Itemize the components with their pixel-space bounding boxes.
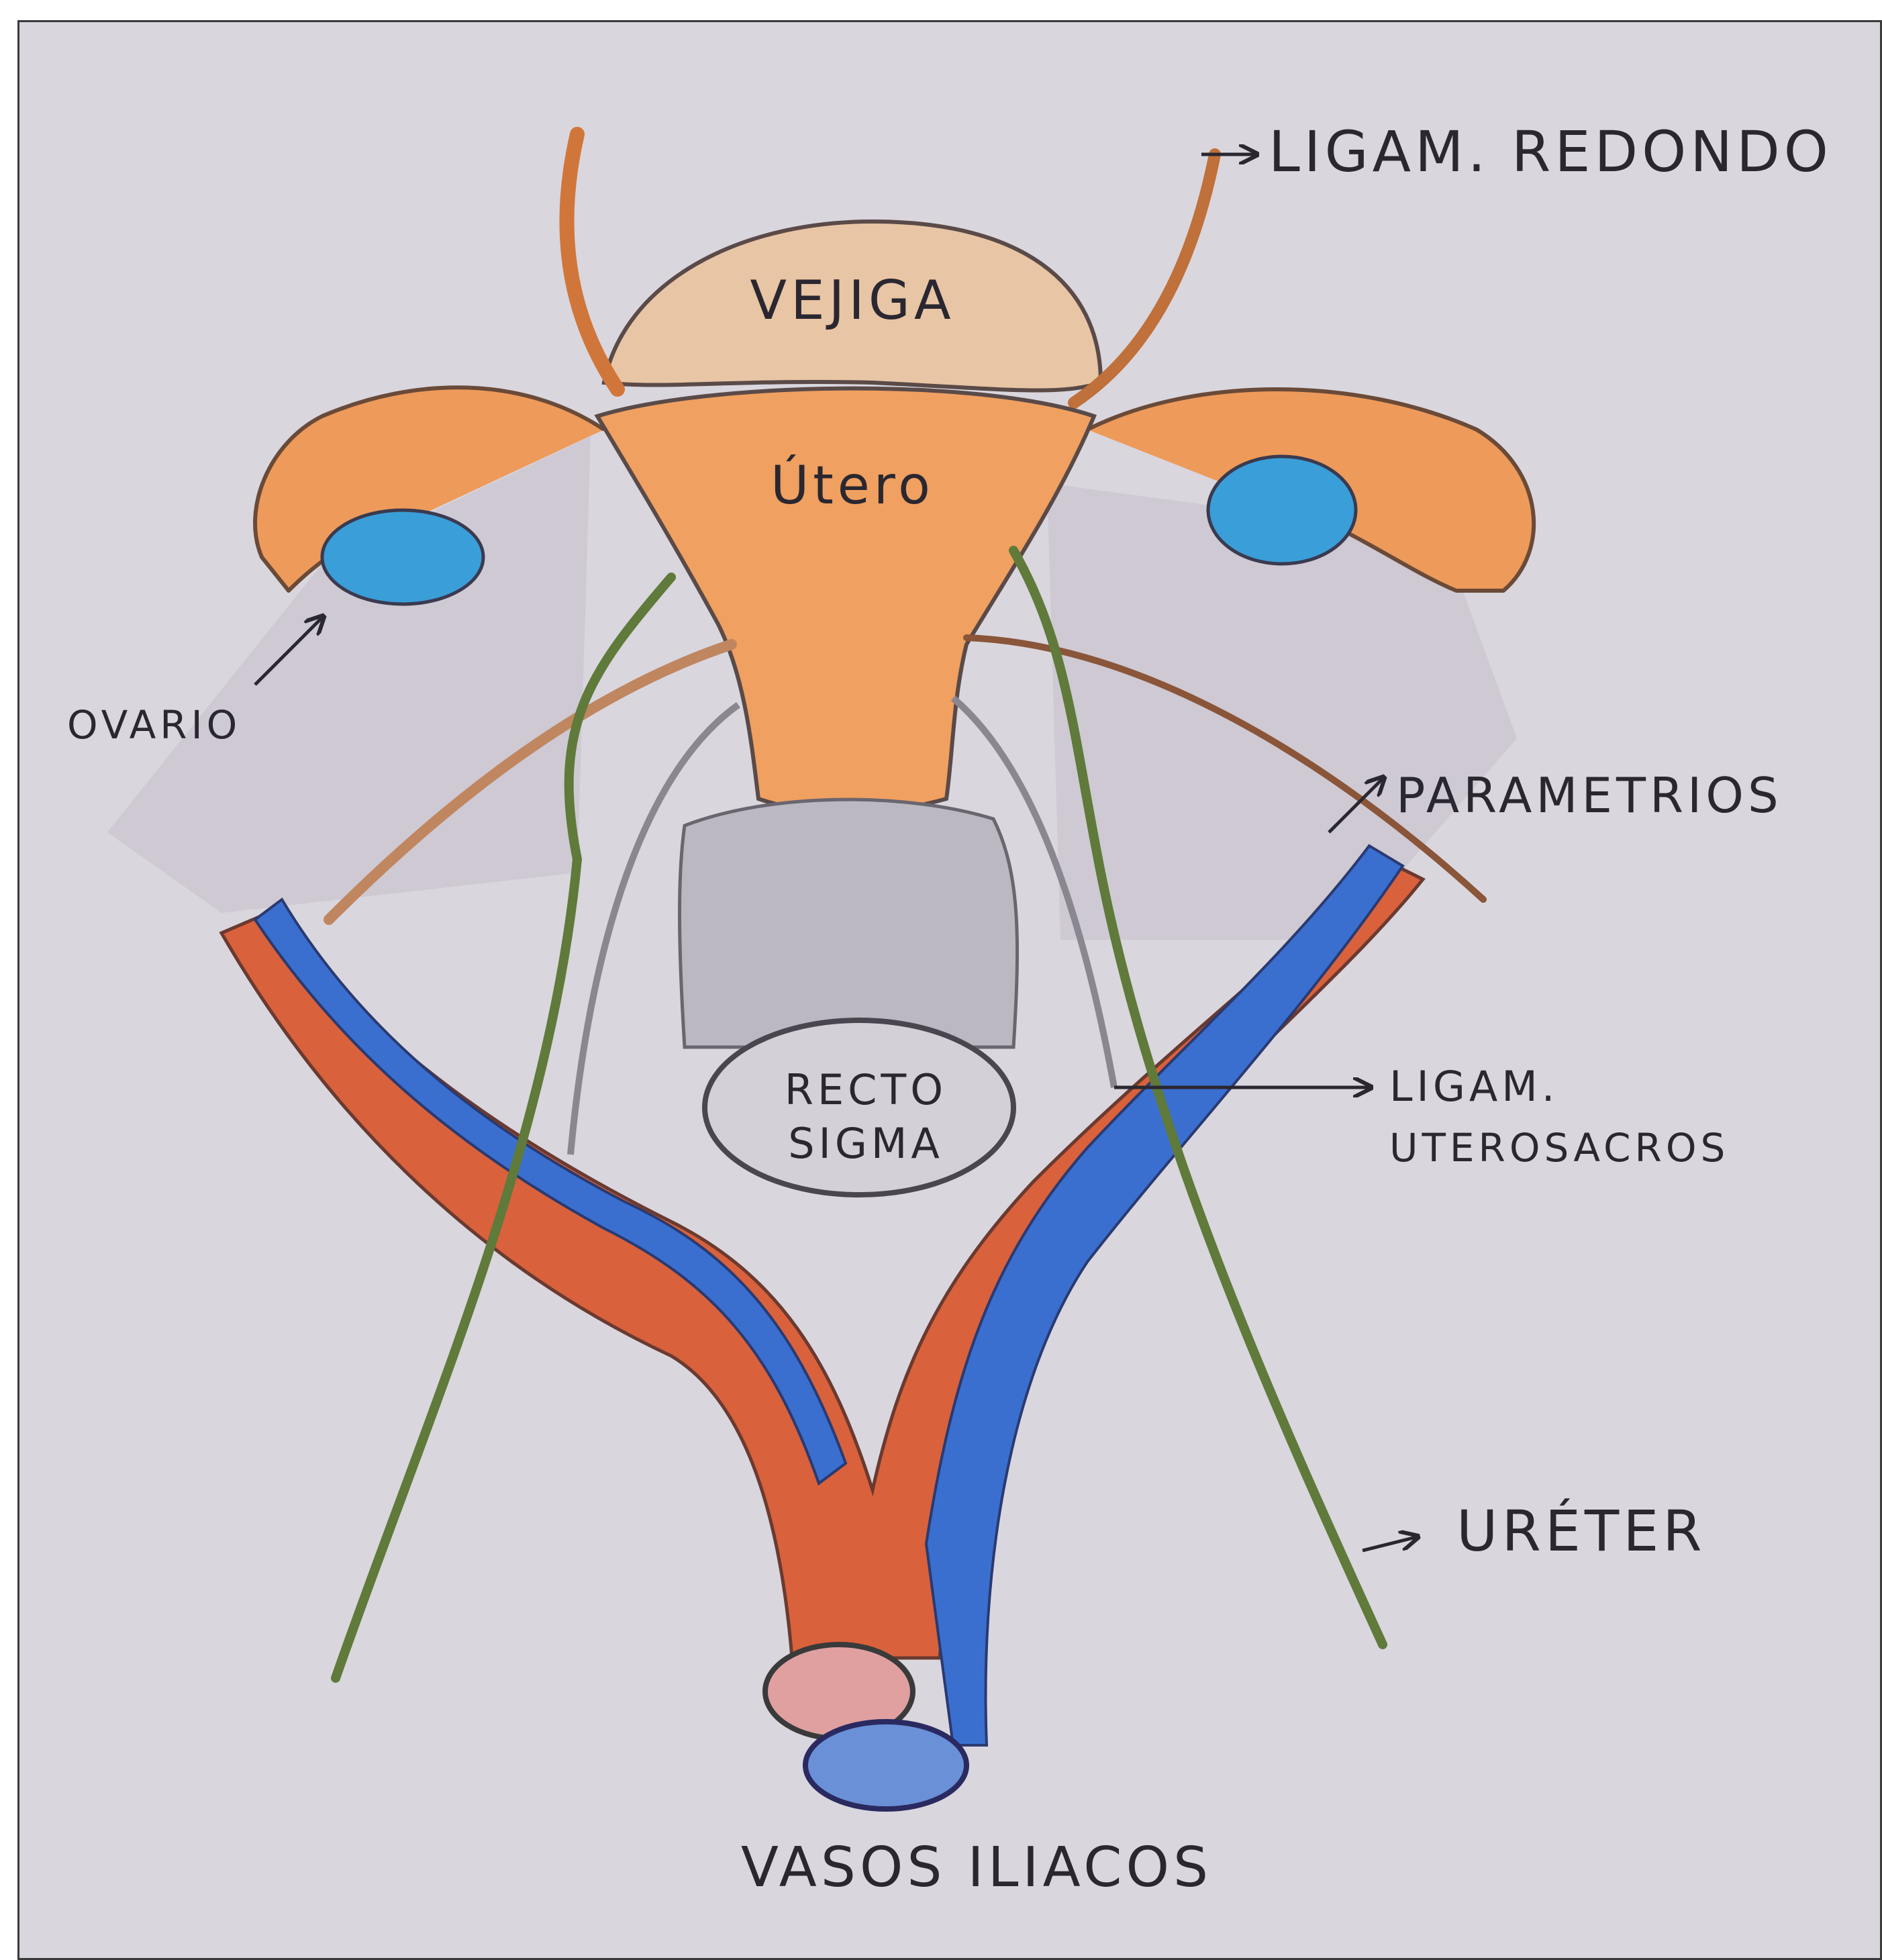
ureter-arrow	[1363, 1537, 1416, 1551]
label-bladder: VEJIGA	[750, 269, 954, 332]
iliac-vein-opening	[805, 1722, 967, 1809]
label-parametria: PARAMETRIOS	[1396, 767, 1783, 824]
ovary-right	[1208, 456, 1356, 564]
label-uterus: Útero	[771, 454, 934, 516]
rectum-body	[680, 799, 1018, 1047]
label-ovary: OVARIO	[67, 702, 241, 748]
label-uterosacral-line1: LIGAM.	[1389, 1062, 1559, 1111]
label-rectum-line2: SIGMA	[788, 1119, 944, 1168]
label-iliac-vessels: VASOS ILIACOS	[741, 1836, 1212, 1900]
label-uterosacral-line2: UTEROSACROS	[1389, 1125, 1729, 1171]
uterus-shape	[597, 389, 1094, 814]
label-rectum-line1: RECTO	[785, 1065, 947, 1114]
ovary-left	[322, 510, 483, 604]
label-ureter: URÉTER	[1456, 1498, 1706, 1564]
round-ligament-left	[566, 134, 617, 389]
label-round-ligament: LIGAM. REDONDO	[1269, 119, 1832, 185]
